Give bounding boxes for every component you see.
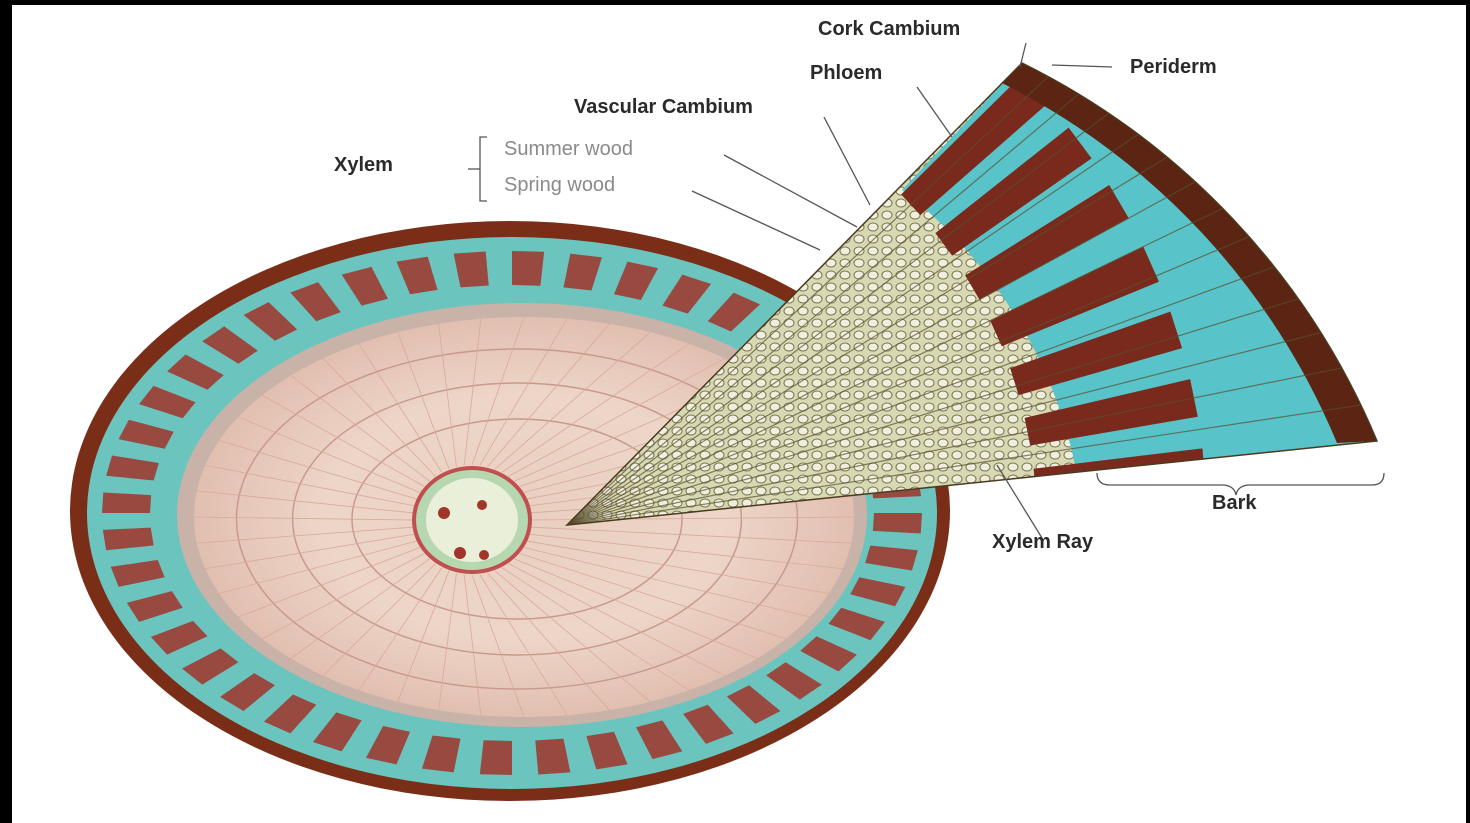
xylem-bracket xyxy=(480,137,487,201)
label-periderm: Periderm xyxy=(1130,56,1217,78)
label-cork-cambium: Cork Cambium xyxy=(818,18,960,40)
leader-vascular-cambium xyxy=(824,117,870,205)
leader-summer-wood xyxy=(724,155,857,227)
label-spring-wood: Spring wood xyxy=(504,174,615,196)
stem-cross-section-diagram: Cork Cambium Periderm Phloem Vascular Ca… xyxy=(12,5,1466,823)
leader-spring-wood xyxy=(692,191,820,250)
label-xylem: Xylem xyxy=(334,154,393,176)
phloem-block xyxy=(873,513,922,534)
phloem-block xyxy=(102,492,151,513)
leader-phloem xyxy=(917,87,952,137)
diagram-frame: Cork Cambium Periderm Phloem Vascular Ca… xyxy=(12,5,1466,823)
label-phloem: Phloem xyxy=(810,62,882,84)
phloem-block xyxy=(512,251,544,286)
label-bark: Bark xyxy=(1212,492,1257,514)
pith xyxy=(426,478,518,562)
label-xylem-ray: Xylem Ray xyxy=(992,531,1094,553)
label-vascular-cambium: Vascular Cambium xyxy=(574,96,753,118)
label-summer-wood: Summer wood xyxy=(504,138,633,160)
leader-periderm xyxy=(1052,65,1112,67)
phloem-block xyxy=(480,740,512,775)
